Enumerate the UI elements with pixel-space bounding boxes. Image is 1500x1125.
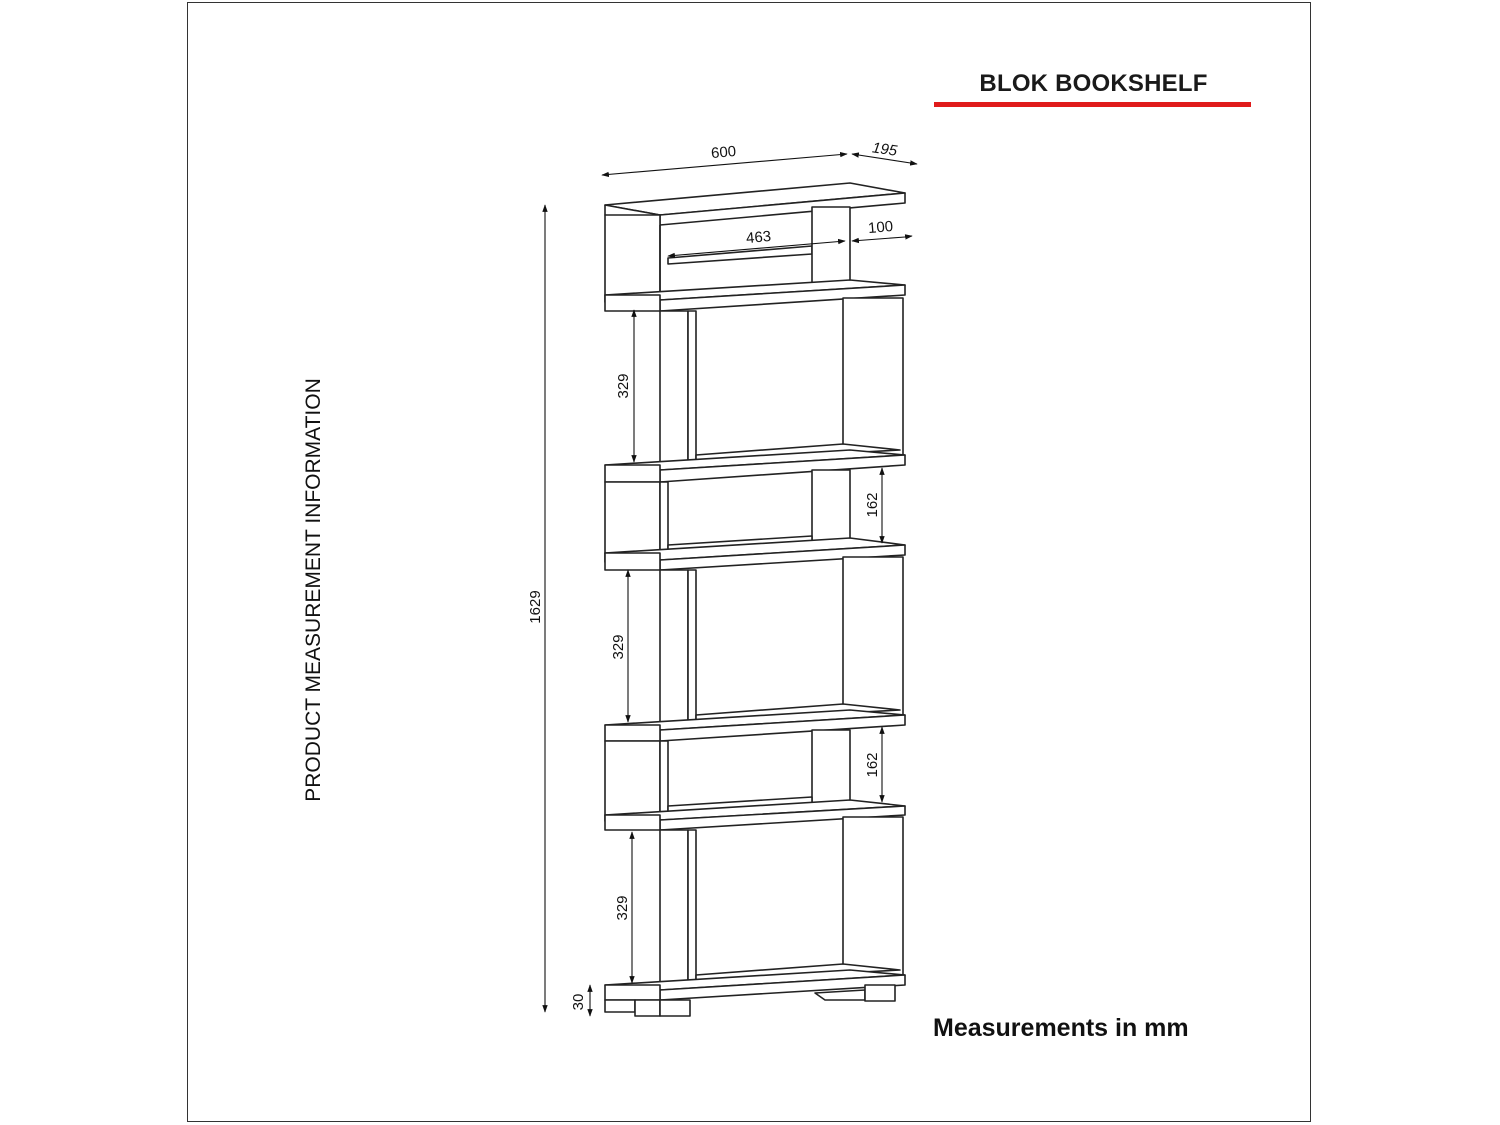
drawing-frame [187,2,1311,1122]
dim-short-1-label: 162 [864,492,881,517]
dim-inner-width-label: 463 [745,228,771,247]
dim-inner-width-line [667,238,846,259]
dim-depth-line [851,152,918,166]
dim-total-height-label: 1629 [527,590,544,623]
dim-short-2-label: 162 [864,752,881,777]
dim-width-line [601,151,848,178]
units-note: Measurements in mm [933,1014,1189,1042]
dim-depth-label: 195 [871,139,899,159]
dim-offset-label: 100 [867,218,893,237]
product-title: BLOK BOOKSHELF [979,70,1208,97]
dim-base-label: 30 [570,994,587,1011]
dim-width-label: 600 [710,143,736,162]
dim-tall-1-label: 329 [615,373,632,398]
dim-tall-3-label: 329 [614,895,631,920]
dim-offset-line [851,236,906,244]
title-underline [934,102,1251,107]
dimension-lines: 600 195 463 100 1629 329 162 329 162 329… [527,139,918,1017]
bookshelf-outline [604,182,906,1017]
dim-tall-2-label: 329 [610,634,627,659]
